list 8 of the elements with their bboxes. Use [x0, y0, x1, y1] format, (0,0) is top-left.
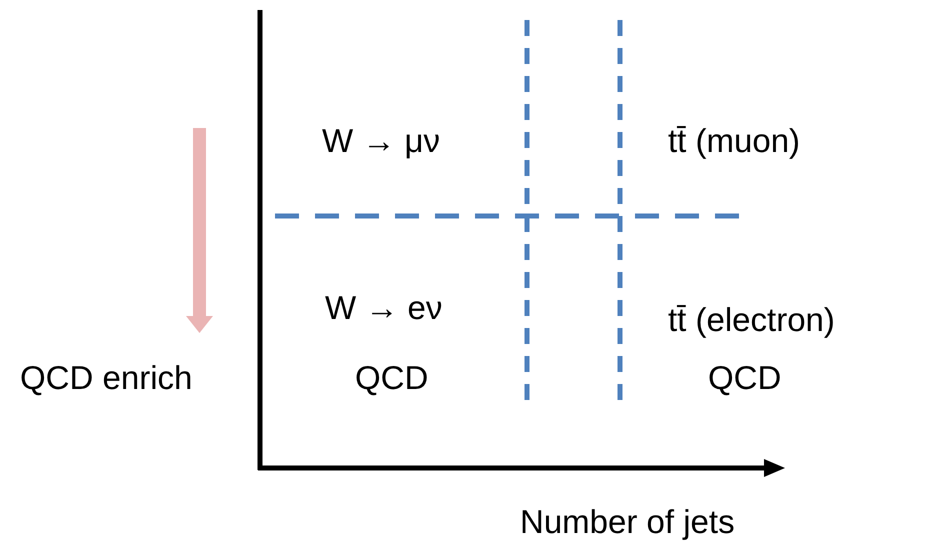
region-label: QCD — [355, 358, 428, 398]
axis-label: QCD enrich — [20, 358, 192, 398]
axis-label: Number of jets — [520, 502, 735, 542]
region-label: W → μν — [322, 121, 440, 161]
region-label: QCD — [708, 358, 782, 398]
region-label: tt̄ (electron) — [668, 300, 835, 340]
region-label: W → eν — [325, 288, 442, 328]
region-label: tt̄ (muon) — [668, 121, 800, 161]
